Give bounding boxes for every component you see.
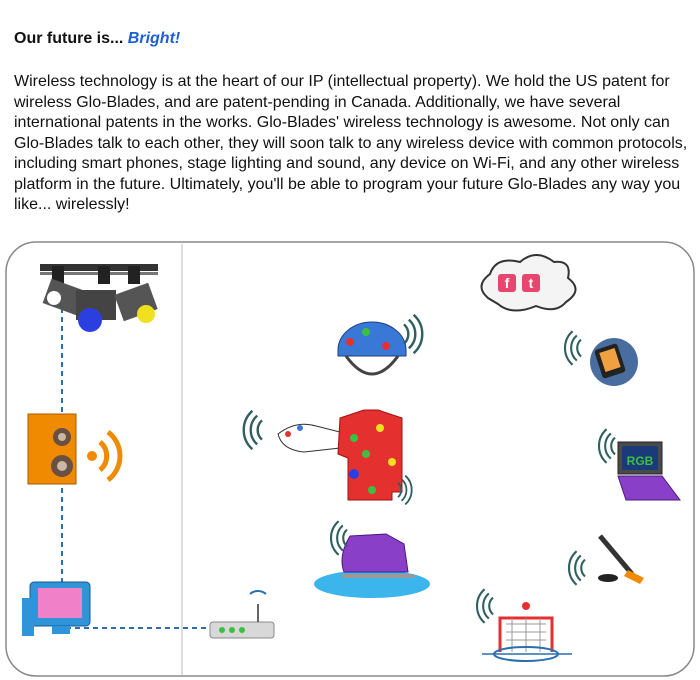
dashed-link: [61, 308, 210, 629]
page-heading: Our future is... Bright!: [14, 30, 180, 48]
smartphone-icon: [563, 330, 638, 386]
heading-accent: Bright!: [127, 30, 181, 47]
heading-prefix: Our future is...: [14, 30, 128, 47]
laptop-label: RGB: [627, 454, 654, 468]
social-label-f: f: [505, 275, 510, 291]
intro-paragraph: Wireless technology is at the heart of o…: [14, 73, 688, 213]
computer-icon: [22, 581, 91, 636]
speaker-icon: [27, 413, 123, 485]
wireless-diagram: f t RGB: [5, 241, 695, 677]
hockey-stick-icon: [567, 534, 644, 586]
skate-icon: [314, 520, 430, 598]
helmet-icon: [337, 313, 424, 376]
diagram-frame: [5, 241, 695, 677]
cloud-social-icon: f t: [480, 254, 577, 312]
social-label-t: t: [529, 275, 534, 291]
hockey-net-icon: [475, 588, 572, 662]
laptop-icon: RGB: [597, 428, 681, 501]
jersey-icon: [337, 409, 413, 506]
glove-icon: [242, 409, 341, 453]
stage-lights-icon: [40, 264, 158, 332]
router-icon: [209, 590, 275, 639]
